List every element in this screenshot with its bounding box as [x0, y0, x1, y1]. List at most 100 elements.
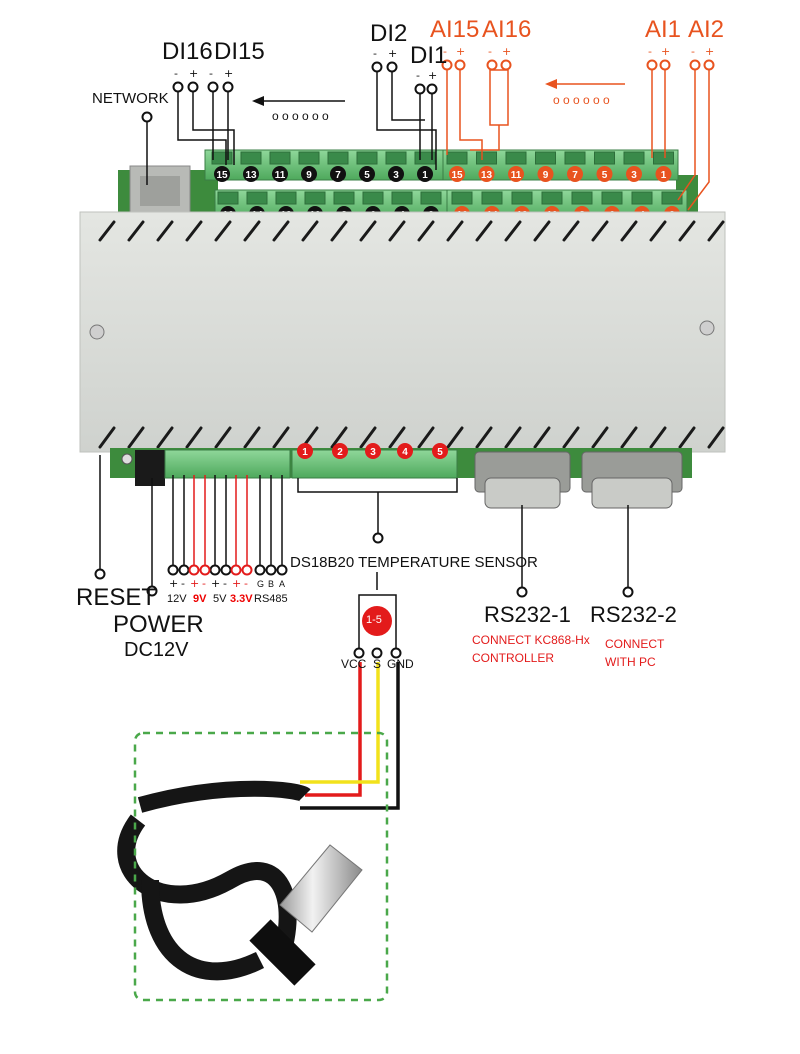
di-top-terminal-number: 13 — [245, 170, 257, 181]
ai-top-terminal-badge — [508, 166, 524, 182]
rs232-1-connector — [474, 451, 571, 509]
vent-slot-bottom — [475, 426, 493, 449]
pin-12v-label: 12V — [167, 593, 187, 605]
di-top-terminal-number: 15 — [216, 170, 228, 181]
screw-slot — [304, 191, 326, 205]
di15-plus: + — [224, 67, 234, 80]
screw-slot — [564, 151, 586, 165]
vent-slot-top — [359, 220, 377, 242]
rs232-2-label: RS232-2 — [590, 602, 677, 627]
sensor-port-badge — [397, 443, 413, 459]
rs232-1-note-line1: CONNECT KC868-Hx — [472, 633, 590, 647]
ai-wire-end-node — [500, 59, 512, 71]
rs232-2-connector — [581, 451, 683, 509]
rs232-2-note-line1: CONNECT — [605, 637, 665, 651]
vent-slot-bottom — [446, 426, 464, 449]
dc12v-label: DC12V — [124, 639, 189, 661]
screw-slot — [217, 191, 239, 205]
reset-button — [121, 453, 133, 465]
di-top-terminal-badge — [388, 166, 404, 182]
wire-end-node — [390, 647, 402, 659]
screw-slot — [623, 151, 645, 165]
ai1-label: AI1 — [645, 16, 682, 43]
screw-slot — [505, 151, 527, 165]
ai15-label: AI15 — [430, 16, 480, 43]
pin-33v-label: 3.3V — [230, 593, 253, 605]
wire-end-node — [207, 81, 219, 93]
wire-end-node — [167, 564, 179, 576]
ai2-label: AI2 — [688, 16, 725, 43]
voltage-wire-end-node — [199, 564, 211, 576]
vent-slot-top — [504, 220, 522, 242]
screw-slot — [601, 191, 623, 205]
screw-slot — [327, 151, 349, 165]
ai-top-terminal-number: 7 — [572, 170, 578, 181]
wire-end-node — [426, 83, 438, 95]
ai-wire-end-node — [703, 59, 715, 71]
vent-slot-top — [620, 220, 638, 242]
vent-slot-bottom — [127, 426, 145, 449]
pin-9v-label: 9V — [193, 593, 207, 605]
wire-end-node — [172, 81, 184, 93]
vent-slot-bottom — [417, 426, 435, 449]
vent-slot-top — [417, 220, 435, 242]
screw-slot — [275, 191, 297, 205]
wire-end-node — [94, 568, 106, 580]
pin-g: G — [257, 579, 265, 589]
screw-slot — [298, 151, 320, 165]
sensor-port-number: 1 — [302, 447, 308, 458]
ai1-minus: - — [648, 45, 652, 58]
wire-end-node — [386, 61, 398, 73]
vcc-label: VCC — [341, 657, 367, 671]
vent-slot-top — [591, 220, 609, 242]
vent-slot-top — [330, 220, 348, 242]
vent-slot-bottom — [185, 426, 203, 449]
screw-slot — [451, 191, 473, 205]
di2-minus: - — [373, 47, 377, 60]
vent-slot-top — [707, 220, 725, 242]
wire-end-nodes — [94, 59, 715, 659]
vent-slot-bottom — [330, 426, 348, 449]
sensor-dashed-box — [133, 731, 389, 1002]
sensor-port-number: 4 — [402, 447, 408, 458]
sensor-badge-text: 1-5 — [366, 614, 382, 626]
pin-b: B — [268, 579, 275, 589]
left-arrow-di — [252, 96, 345, 106]
voltage-wire-end-node — [241, 564, 253, 576]
di-top-terminal-badge — [359, 166, 375, 182]
di-top-terminal-badge — [243, 166, 259, 182]
vent-slot-bottom — [243, 426, 261, 449]
wire-end-node — [516, 586, 528, 598]
ai1-plus: + — [661, 45, 671, 58]
wire-end-node — [141, 111, 153, 123]
vent-slot-bottom — [649, 426, 667, 449]
ai-wire-end-node — [689, 59, 701, 71]
gnd-label: GND — [387, 657, 414, 671]
wire-end-node — [622, 586, 634, 598]
screw-slot — [476, 151, 497, 165]
ai-wire-end-node — [441, 59, 453, 71]
di15-minus: - — [209, 67, 213, 80]
ai-top-terminal-number: 5 — [602, 170, 608, 181]
di16-label: DI16 — [162, 38, 213, 65]
top-terminal-blocks: 1513119753116141210864215131197531161412… — [204, 149, 688, 222]
ai-top-terminal-number: 15 — [451, 170, 463, 181]
screw-slot — [385, 151, 407, 165]
ai-top-terminal-badge — [567, 166, 583, 182]
vent-slot-top — [301, 220, 319, 242]
ai16-minus: - — [488, 45, 492, 58]
di-top-terminal-badge — [330, 166, 346, 182]
ai-wire-end-node — [486, 59, 498, 71]
power-jack — [135, 450, 165, 486]
vent-slot-top — [562, 220, 580, 242]
vent-slot-top — [649, 220, 667, 242]
vent-slot-bottom — [98, 426, 116, 449]
sensor-cable — [117, 662, 400, 986]
ai-wire-end-node — [646, 59, 658, 71]
screw-slot — [631, 191, 653, 205]
pin12v-minus: - — [181, 577, 185, 590]
vent-slot-bottom — [214, 426, 232, 449]
sensor-port-number: 2 — [337, 447, 343, 458]
